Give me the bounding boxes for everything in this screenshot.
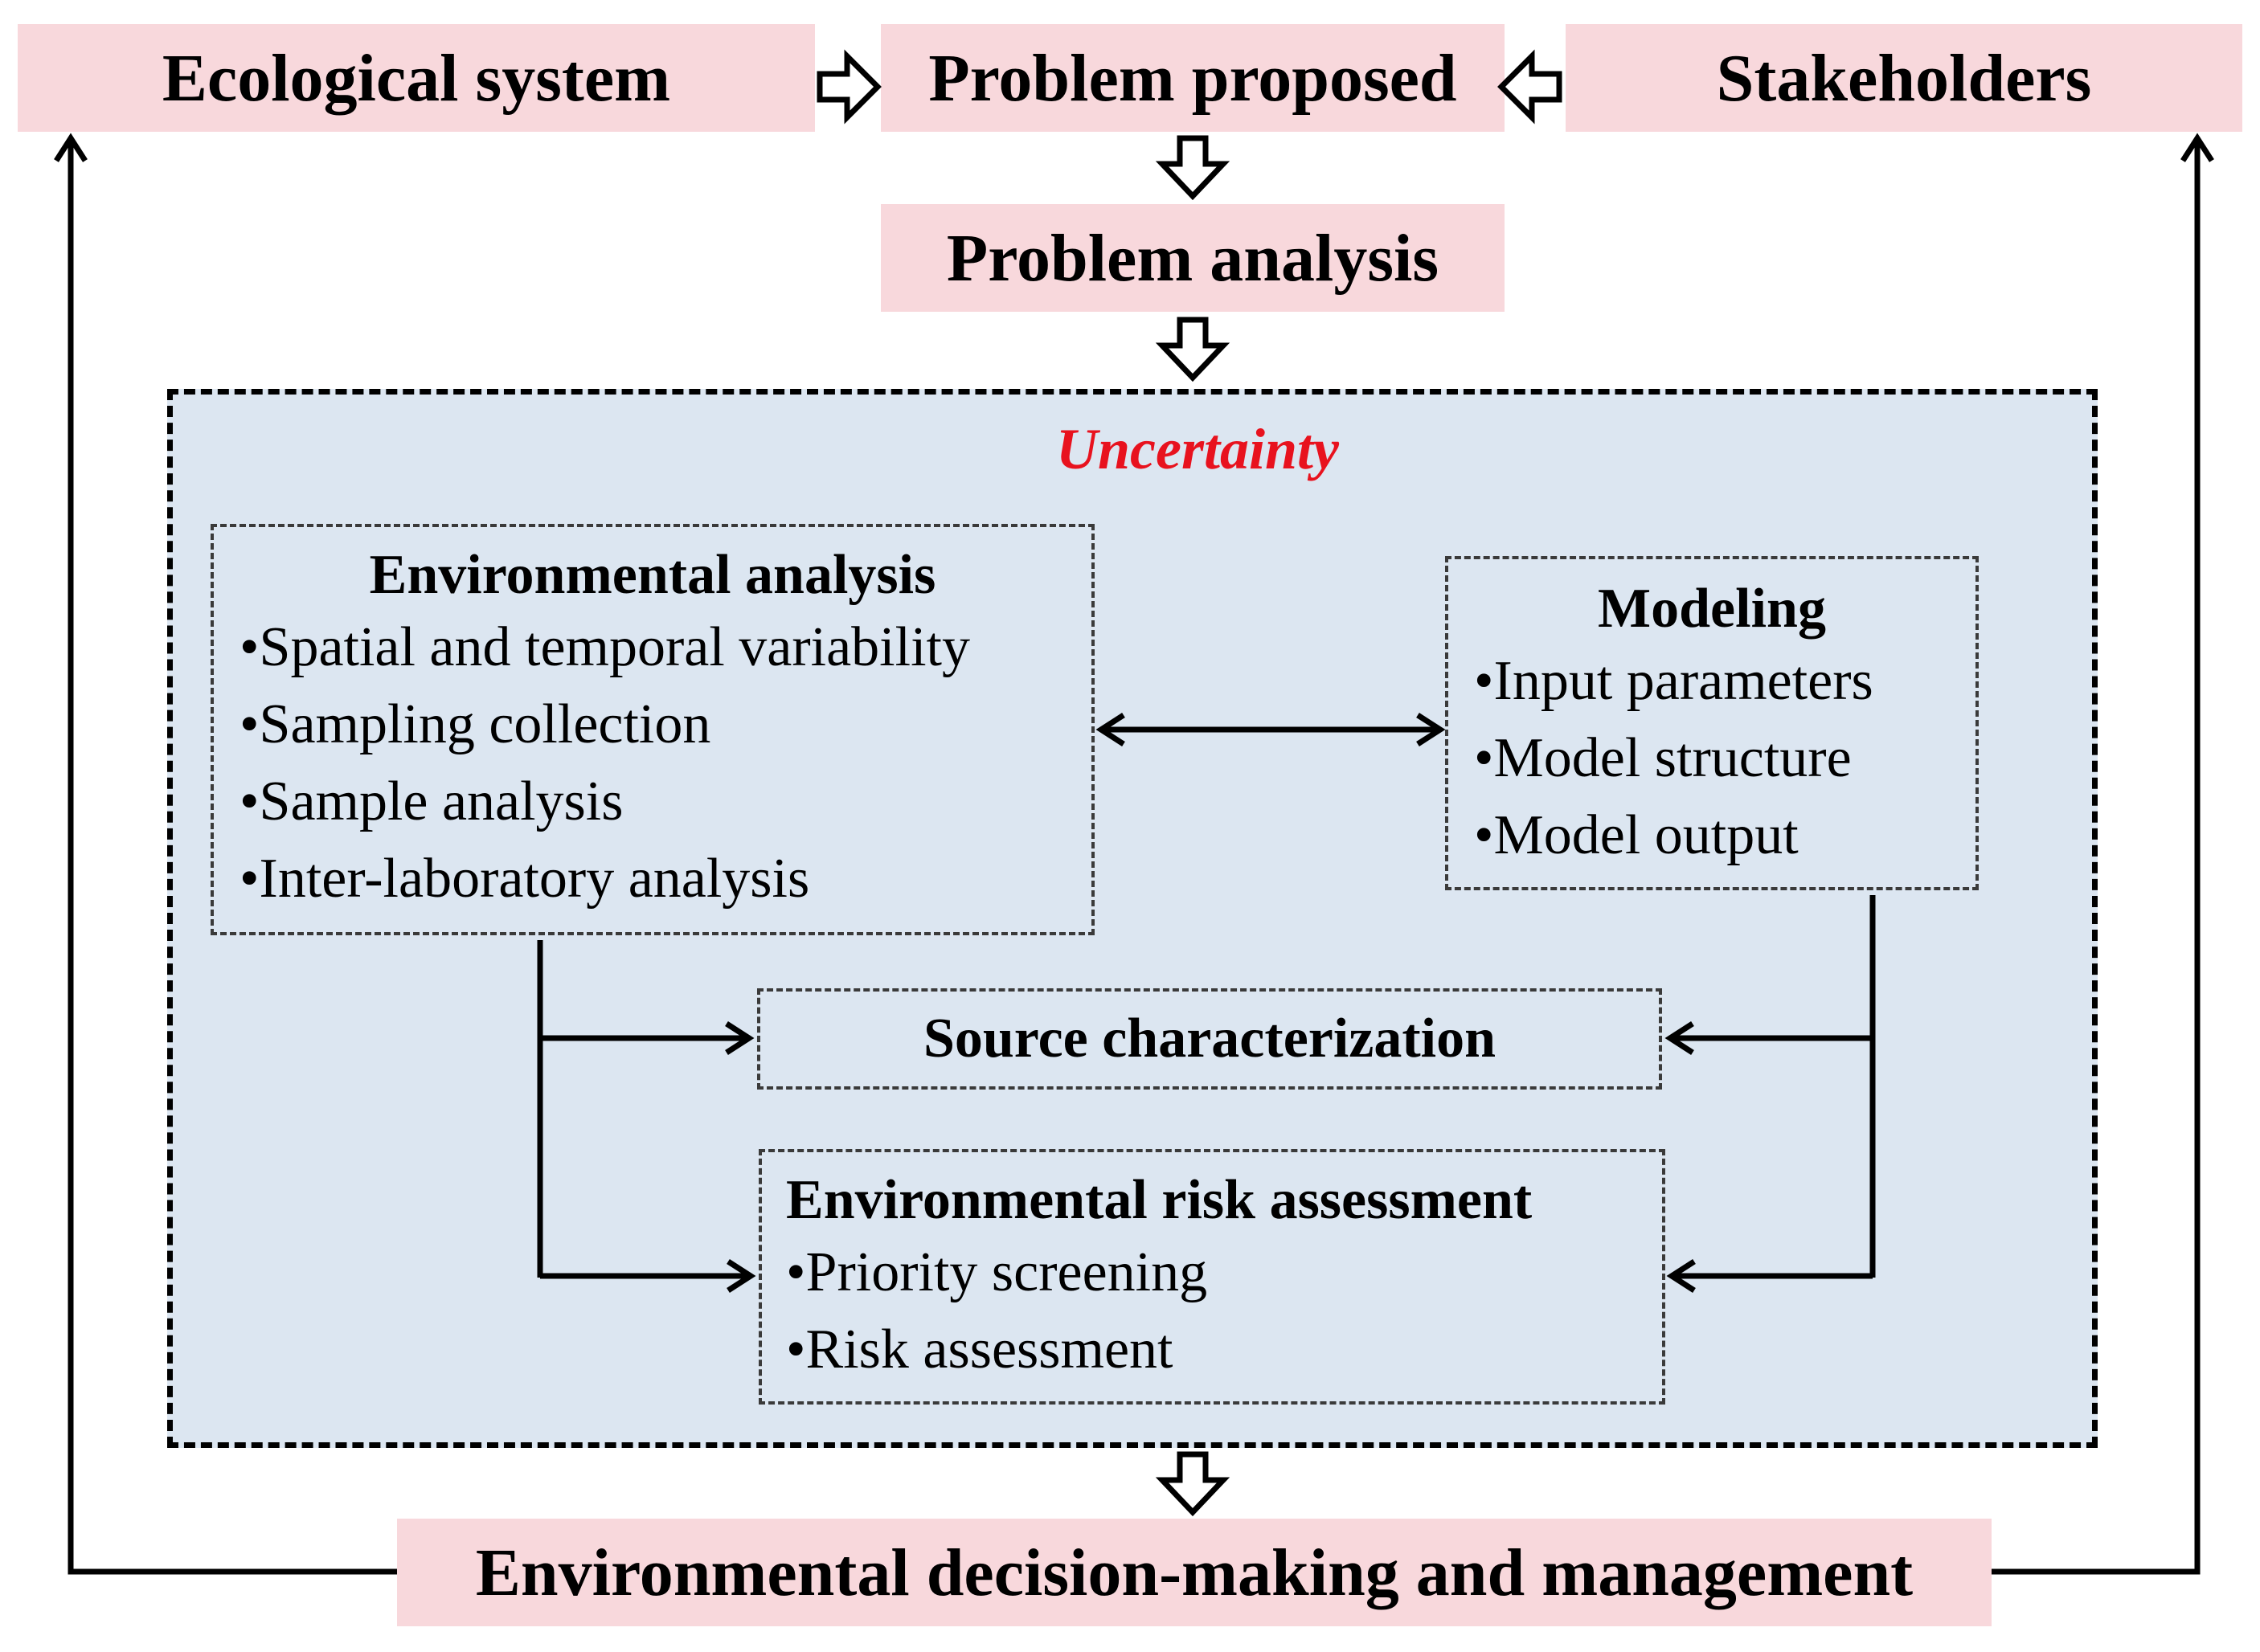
stakeholders-box: Stakeholders <box>1566 24 2242 132</box>
feedback-loop-left <box>54 133 397 1575</box>
uncertainty-label: Uncertainty <box>1056 417 1339 481</box>
risk-assessment-box: Environmental risk assessment •Priority … <box>759 1149 1665 1405</box>
hollow-arrow-down-icon <box>1155 135 1230 201</box>
risk-item: •Risk assessment <box>786 1319 1173 1380</box>
double-arrow-connector <box>1095 713 1446 746</box>
environmental-analysis-box: Environmental analysis •Spatial and temp… <box>211 524 1095 935</box>
hollow-arrow-down-icon <box>1155 1451 1230 1517</box>
modeling-item: •Model output <box>1474 804 1799 866</box>
modeling-item: •Input parameters <box>1474 650 1873 712</box>
risk-assessment-title: Environmental risk assessment <box>786 1169 1533 1231</box>
problem-analysis-box: Problem analysis <box>881 204 1505 312</box>
modeling-to-outputs-connector <box>1664 895 1876 1293</box>
env-item: •Inter-laboratory analysis <box>240 848 810 910</box>
env-item: •Spatial and temporal variability <box>240 616 970 678</box>
modeling-box: Modeling •Input parameters •Model struct… <box>1445 556 1979 890</box>
environmental-analysis-title: Environmental analysis <box>369 544 936 606</box>
modeling-item: •Model structure <box>1474 727 1852 789</box>
env-item: •Sample analysis <box>240 771 624 832</box>
modeling-title: Modeling <box>1598 578 1826 640</box>
uncertainty-region <box>167 389 2098 1448</box>
hollow-arrow-down-icon <box>1155 317 1230 382</box>
source-characterization-box: Source characterization <box>757 988 1662 1090</box>
feedback-loop-right <box>1992 133 2214 1575</box>
source-characterization-title: Source characterization <box>923 1008 1496 1069</box>
risk-item: •Priority screening <box>786 1241 1208 1303</box>
hollow-arrow-left-icon <box>1497 49 1562 125</box>
env-to-outputs-connector <box>537 940 756 1293</box>
decision-making-box: Environmental decision-making and manage… <box>397 1519 1992 1626</box>
hollow-arrow-right-icon <box>817 49 882 125</box>
problem-proposed-box: Problem proposed <box>881 24 1505 132</box>
env-item: •Sampling collection <box>240 693 711 755</box>
ecological-system-box: Ecological system <box>18 24 815 132</box>
